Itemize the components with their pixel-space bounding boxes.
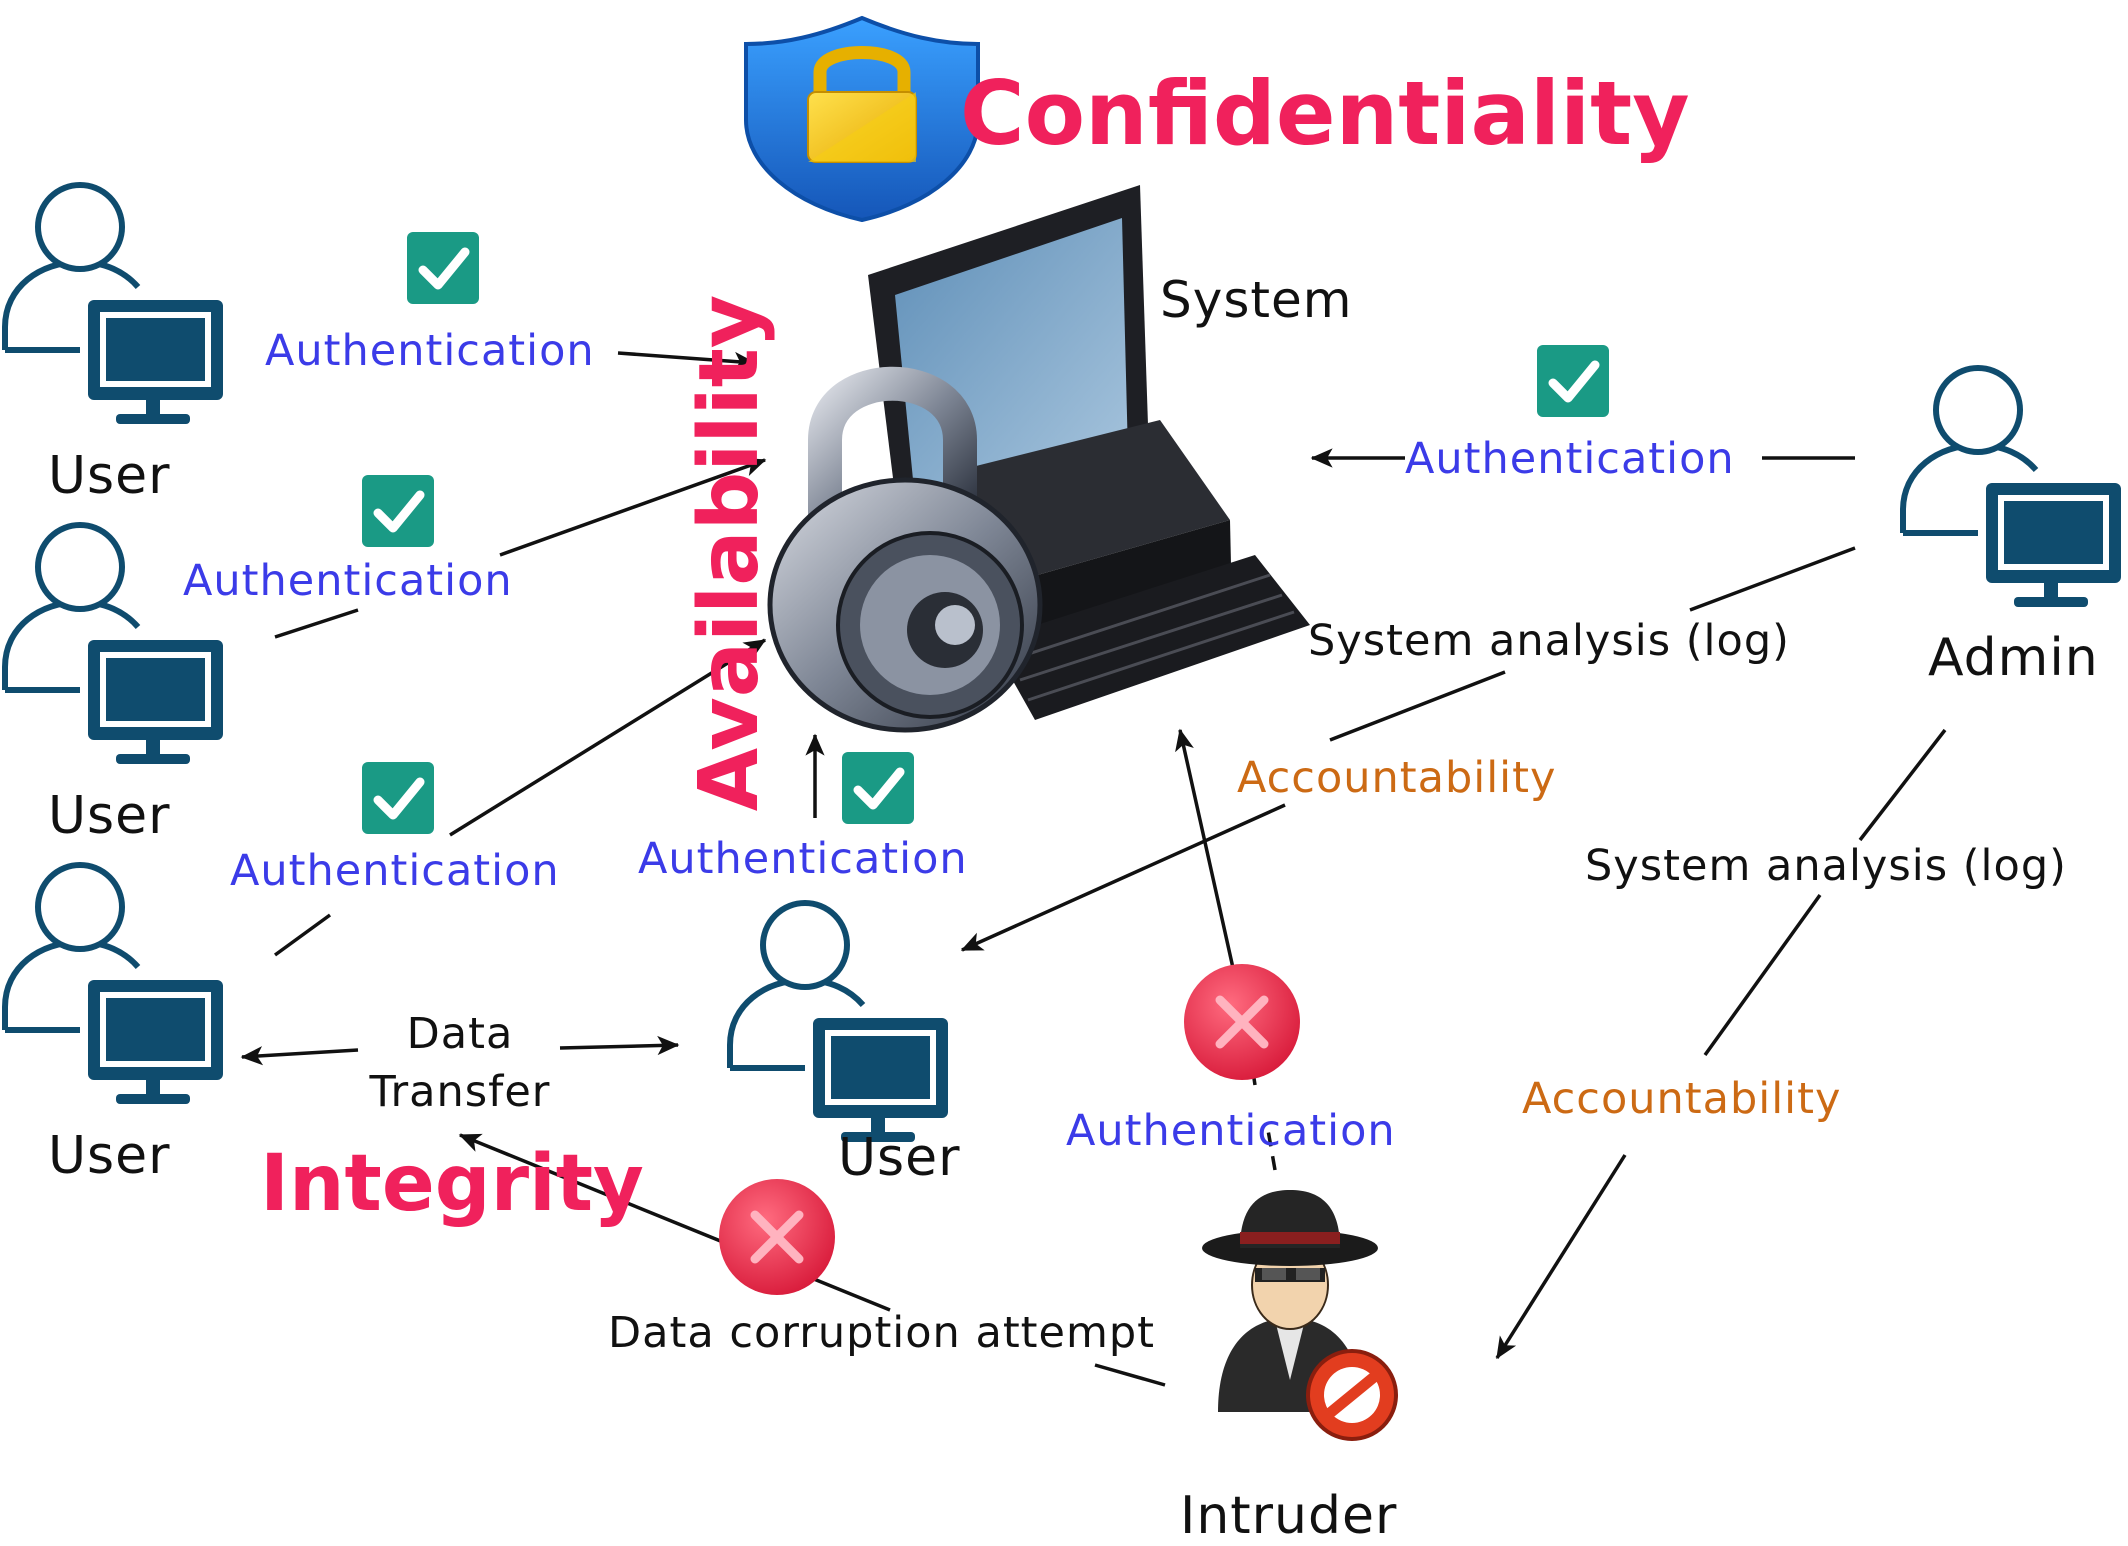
connectors [240,351,1947,1387]
check-badge-icon [362,762,434,834]
arrow-admin-intruder-b [1703,893,1822,1057]
arrow-admin-log-c [960,803,1286,952]
check-badge-icon [842,752,914,824]
data-transfer-line2: Transfer [369,1067,551,1117]
authentication-label: Authentication [638,834,968,884]
data-transfer-label: Data Transfer [355,1005,565,1121]
deny-badges [719,964,1300,1295]
arrow-admin-log-b [1329,670,1506,742]
authentication-label: Authentication [230,846,560,896]
system-analysis-label: System analysis (log) [1308,616,1790,666]
arrow-corruption-a [1094,1363,1166,1387]
availability-label: Availability [682,294,777,812]
authentication-label: Authentication [1405,434,1735,484]
arrow-corruption-b [458,1133,891,1312]
user-computer-icon [727,900,948,1142]
arrow-admin-log-a [1689,546,1856,612]
confidentiality-label: Confidentiality [960,62,1690,165]
arrow-user2-auth-b [499,457,767,557]
authentication-label: Authentication [1066,1106,1396,1156]
system-analysis-label: System analysis (log) [1585,841,2067,891]
check-badges [362,232,1609,834]
accountability-label: Accountability [1522,1074,1842,1124]
intruder-label: Intruder [1180,1486,1398,1546]
x-badge-icon [1184,964,1300,1080]
arrow-user1-auth [617,351,757,372]
user-label: User [48,446,171,506]
arrow-data-transfer-right [559,1035,680,1056]
arrow-user3-auth-a [273,913,332,957]
user-label: User [48,786,171,846]
shield-lock-icon [744,15,980,223]
arrow-user3-auth-b [449,638,767,837]
admin-computer-icon [1900,365,2121,607]
data-corruption-label: Data corruption attempt [608,1308,1156,1358]
check-badge-icon [407,232,479,304]
user-computer-icon [1,522,223,764]
user-computer-icon [1,182,223,424]
check-badge-icon [362,475,434,547]
user-computer-icon [1,862,223,1104]
system-label: System [1160,271,1353,329]
arrow-admin-intruder-a [1858,728,1947,842]
authentication-label: Authentication [265,326,595,376]
check-badge-icon [1537,345,1609,417]
x-badge-icon [719,1179,835,1295]
prohibited-icon [1306,1349,1398,1441]
arrow-intruder-system-c [1175,728,1235,969]
user-label: User [838,1128,961,1188]
admin-label: Admin [1928,628,2099,688]
authentication-label: Authentication [183,556,513,606]
data-transfer-line1: Data [406,1009,514,1059]
arrow-data-transfer-left [240,1046,359,1066]
accountability-label: Accountability [1237,753,1557,803]
arrow-admin-intruder-c [1495,1154,1627,1360]
arrow-user2-auth-a [274,608,359,639]
integrity-label: Integrity [260,1139,644,1229]
user-label: User [48,1126,171,1186]
computer-padlock-icon [767,185,1310,733]
arrow-intruder-system-a [1266,1129,1277,1171]
